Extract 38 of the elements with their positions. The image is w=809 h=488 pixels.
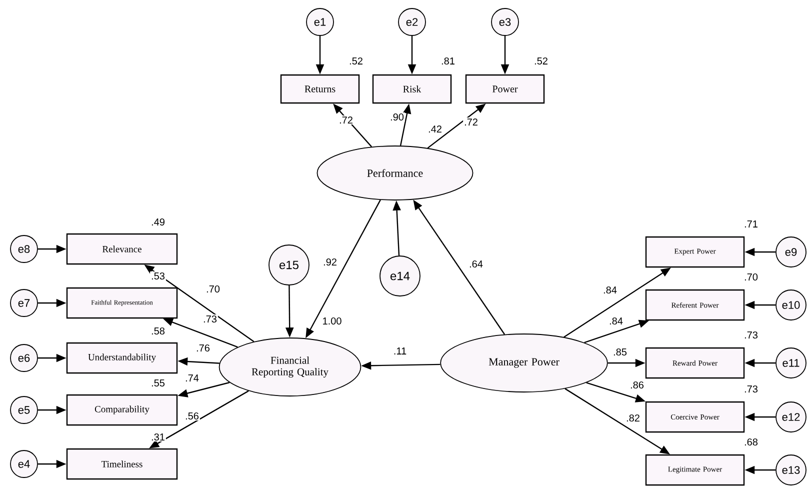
edge-label: .92 <box>322 257 338 267</box>
edge-label: .56 <box>184 411 200 421</box>
coefficient-label: .31 <box>150 432 166 442</box>
edge-label: .86 <box>629 380 645 390</box>
edge-label: .70 <box>205 284 221 294</box>
coefficient-label: .71 <box>743 220 759 228</box>
edge-label: .82 <box>625 413 641 423</box>
coefficient-label: .58 <box>150 326 166 336</box>
edge-label: .72 <box>463 118 479 126</box>
coefficient-label: .52 <box>348 56 364 66</box>
coefficient-label: .55 <box>150 378 166 388</box>
edge-label: .64 <box>468 259 484 269</box>
edge-label: .76 <box>195 343 211 353</box>
indicator-box: Comparability <box>66 394 178 426</box>
coefficient-label: .52 <box>533 56 549 66</box>
edge-label: .73 <box>202 314 218 324</box>
edge-label: .90 <box>389 112 405 122</box>
indicator-box: Understandability <box>66 342 178 374</box>
coefficient-label: .49 <box>150 217 166 227</box>
coefficient-label: .68 <box>743 437 759 447</box>
indicator-box: Risk <box>372 74 452 104</box>
coefficient-label: .42 <box>427 124 443 134</box>
edge-label: .84 <box>608 316 624 326</box>
coefficient-label: .53 <box>150 271 166 281</box>
edge-label: .11 <box>392 346 408 356</box>
edge-label: .72 <box>338 116 354 124</box>
edge-label: .85 <box>612 347 628 357</box>
coefficient-label: .81 <box>440 56 456 66</box>
indicator-box: Timeliness <box>66 448 178 480</box>
indicator-box: Relevance <box>66 233 178 265</box>
coefficient-label: .73 <box>743 384 759 394</box>
indicator-box: Returns <box>280 74 360 104</box>
coefficient-label: 1.00 <box>321 316 343 326</box>
coefficient-label: .73 <box>743 330 759 340</box>
coefficient-label: .70 <box>743 272 759 282</box>
edge-label: .74 <box>184 374 200 382</box>
indicator-box: Power <box>465 74 545 104</box>
edge-label: .84 <box>602 285 618 295</box>
